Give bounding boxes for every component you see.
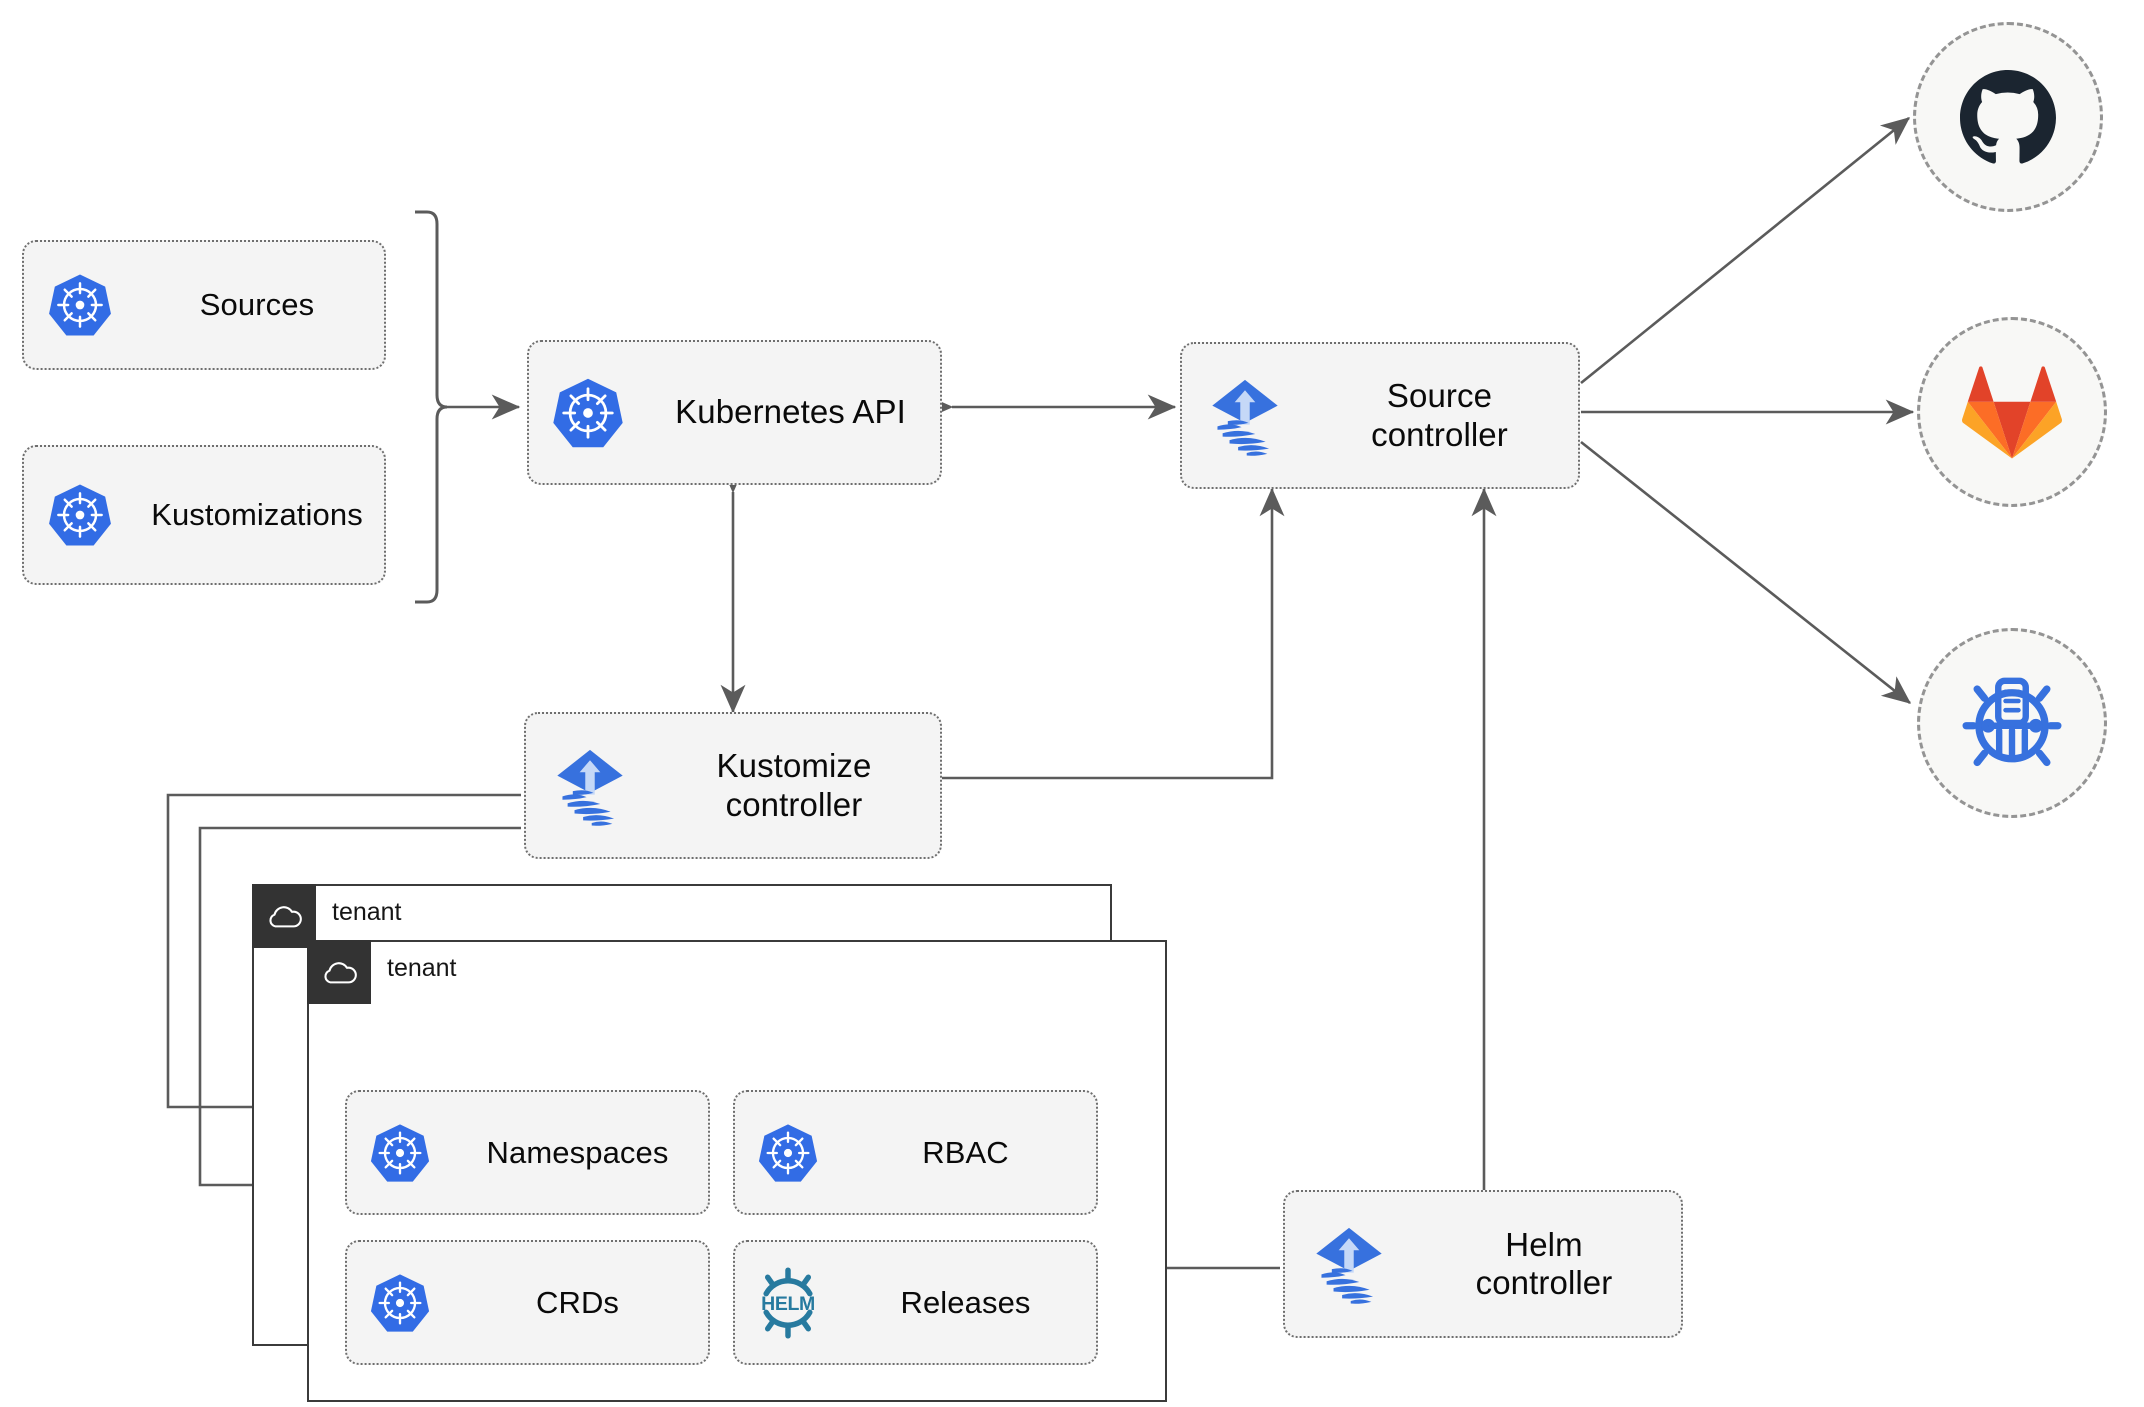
node-sources[interactable]: Sources	[22, 240, 386, 370]
node-label: Helm controller	[1475, 1225, 1613, 1301]
arrow-kustomize-controller-source-controller	[940, 487, 1285, 780]
node-label: Kustomize controller	[716, 747, 872, 823]
provider-github[interactable]	[1913, 22, 2103, 212]
tenant-label: tenant	[387, 954, 457, 982]
node-releases[interactable]: HELM Releases	[733, 1240, 1098, 1365]
node-label: CRDs	[535, 1284, 620, 1320]
provider-gitlab[interactable]	[1917, 317, 2107, 507]
tenant-label: tenant	[332, 898, 402, 926]
node-label: Releases	[900, 1284, 1031, 1320]
tenant-container-front[interactable]: tenant Namespaces	[306, 939, 1167, 1402]
arrow-source-controller-github	[1580, 116, 1911, 385]
node-label: Kustomizations	[151, 497, 363, 533]
node-label: Namespaces	[486, 1134, 669, 1170]
flux-icon	[526, 712, 654, 859]
kubernetes-icon	[735, 1090, 841, 1215]
provider-helm-repository[interactable]	[1917, 628, 2107, 818]
node-crds[interactable]: CRDs	[345, 1240, 710, 1365]
node-label: Sources	[199, 287, 315, 323]
node-rbac[interactable]: RBAC	[733, 1090, 1098, 1215]
kubernetes-icon	[24, 445, 136, 585]
helm-icon: HELM	[735, 1240, 841, 1365]
node-namespaces[interactable]: Namespaces	[345, 1090, 710, 1215]
node-kustomize-controller[interactable]: Kustomize controller	[524, 712, 942, 859]
github-icon	[1960, 69, 2056, 164]
gitlab-icon	[1962, 366, 2062, 459]
node-source-controller[interactable]: Source controller	[1180, 342, 1580, 489]
kubernetes-icon	[24, 240, 136, 370]
kubernetes-icon	[347, 1240, 453, 1365]
helm-repository-icon	[1962, 677, 2062, 767]
kubernetes-icon	[529, 340, 647, 485]
kubernetes-icon	[347, 1090, 453, 1215]
node-kustomizations[interactable]: Kustomizations	[22, 445, 386, 585]
arrow-source-controller-helm-repository	[1580, 440, 1912, 705]
flux-icon	[1182, 342, 1307, 489]
node-label: Source controller	[1371, 377, 1508, 453]
node-label: Kubernetes API	[675, 393, 906, 431]
node-label: RBAC	[922, 1134, 1009, 1170]
flux-icon	[1285, 1190, 1413, 1338]
svg-text:HELM: HELM	[761, 1293, 815, 1315]
node-kubernetes-api[interactable]: Kubernetes API	[527, 340, 942, 485]
cloud-icon	[306, 939, 371, 1004]
input-group-bracket	[415, 210, 448, 604]
node-helm-controller[interactable]: Helm controller	[1283, 1190, 1683, 1338]
cloud-icon	[251, 883, 316, 948]
